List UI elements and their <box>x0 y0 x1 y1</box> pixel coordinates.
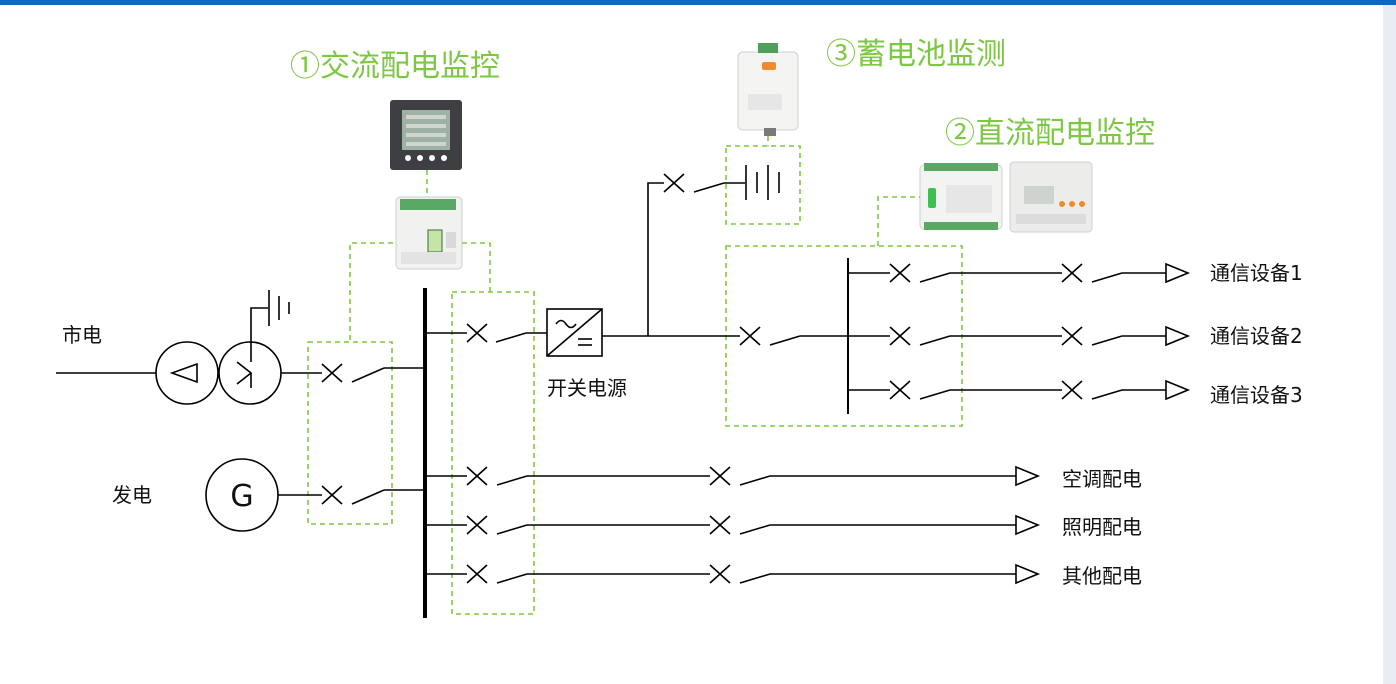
dc-monitor-boundary <box>725 196 963 427</box>
dc-branch-breaker-2 <box>889 326 911 346</box>
scrollbar-track[interactable] <box>1383 5 1396 684</box>
title-battery-monitoring: ③蓄电池监测 <box>826 37 1006 72</box>
ac-load-sub-breaker-3 <box>709 564 731 584</box>
label-comm-device-1: 通信设备1 <box>1210 261 1303 285</box>
transformer-icon <box>155 341 282 405</box>
ac-load-arrow-2 <box>1015 515 1039 535</box>
battery-branch-line <box>647 182 664 336</box>
ac-load-breaker-3 <box>466 564 488 584</box>
dc-branch-breaker-1 <box>889 263 911 283</box>
rectifier-breaker <box>466 323 488 343</box>
ac-load-sub-breaker-1 <box>709 466 731 486</box>
switching-power-icon <box>546 308 603 357</box>
ac-load-breaker-2 <box>466 515 488 535</box>
title-dc-monitoring: ②直流配电监控 <box>945 116 1155 151</box>
label-ac-load-2: 照明配电 <box>1062 515 1142 539</box>
ac-load-sub-breaker-2 <box>709 515 731 535</box>
comm-device-breaker-1 <box>1061 263 1083 283</box>
comm-device-breaker-3 <box>1061 380 1083 400</box>
title-ac-monitoring: ①交流配电监控 <box>290 49 500 84</box>
label-ac-load-3: 其他配电 <box>1062 564 1142 588</box>
ground-icon <box>268 290 290 326</box>
comm-device-arrow-3 <box>1165 380 1189 400</box>
ground-lead <box>250 307 268 362</box>
dc-main-breaker <box>739 326 761 346</box>
ac-monitor-boundary <box>307 242 535 615</box>
generator-icon: G <box>205 458 279 532</box>
label-comm-device-2: 通信设备2 <box>1210 324 1303 348</box>
ac-meter-icon <box>390 100 462 170</box>
dc-meter-icon <box>1009 161 1093 233</box>
comm-device-breaker-2 <box>1061 326 1083 346</box>
comm-device-arrow-1 <box>1165 263 1189 283</box>
label-ac-load-1: 空调配电 <box>1062 467 1142 491</box>
battery-breaker <box>663 173 685 193</box>
label-switching-power: 开关电源 <box>547 376 627 400</box>
comm-device-arrow-2 <box>1165 326 1189 346</box>
mains-breaker <box>321 363 343 383</box>
generator-breaker <box>321 485 343 505</box>
label-generator: 发电 <box>112 483 152 507</box>
dc-branch-breaker-3 <box>889 380 911 400</box>
battery-monitor-boundary <box>725 136 801 225</box>
ac-load-breaker-1 <box>466 466 488 486</box>
ac-load-arrow-1 <box>1015 466 1039 486</box>
label-mains: 市电 <box>62 323 102 347</box>
dc-module-icon <box>919 163 1003 230</box>
ac-load-arrow-3 <box>1015 564 1039 584</box>
top-accent-bar <box>0 0 1396 5</box>
battery-icon <box>745 165 780 200</box>
battery-monitor-icon <box>737 43 799 136</box>
generator-symbol: G <box>230 479 253 514</box>
label-comm-device-3: 通信设备3 <box>1210 383 1303 407</box>
ac-module-icon <box>395 196 463 270</box>
